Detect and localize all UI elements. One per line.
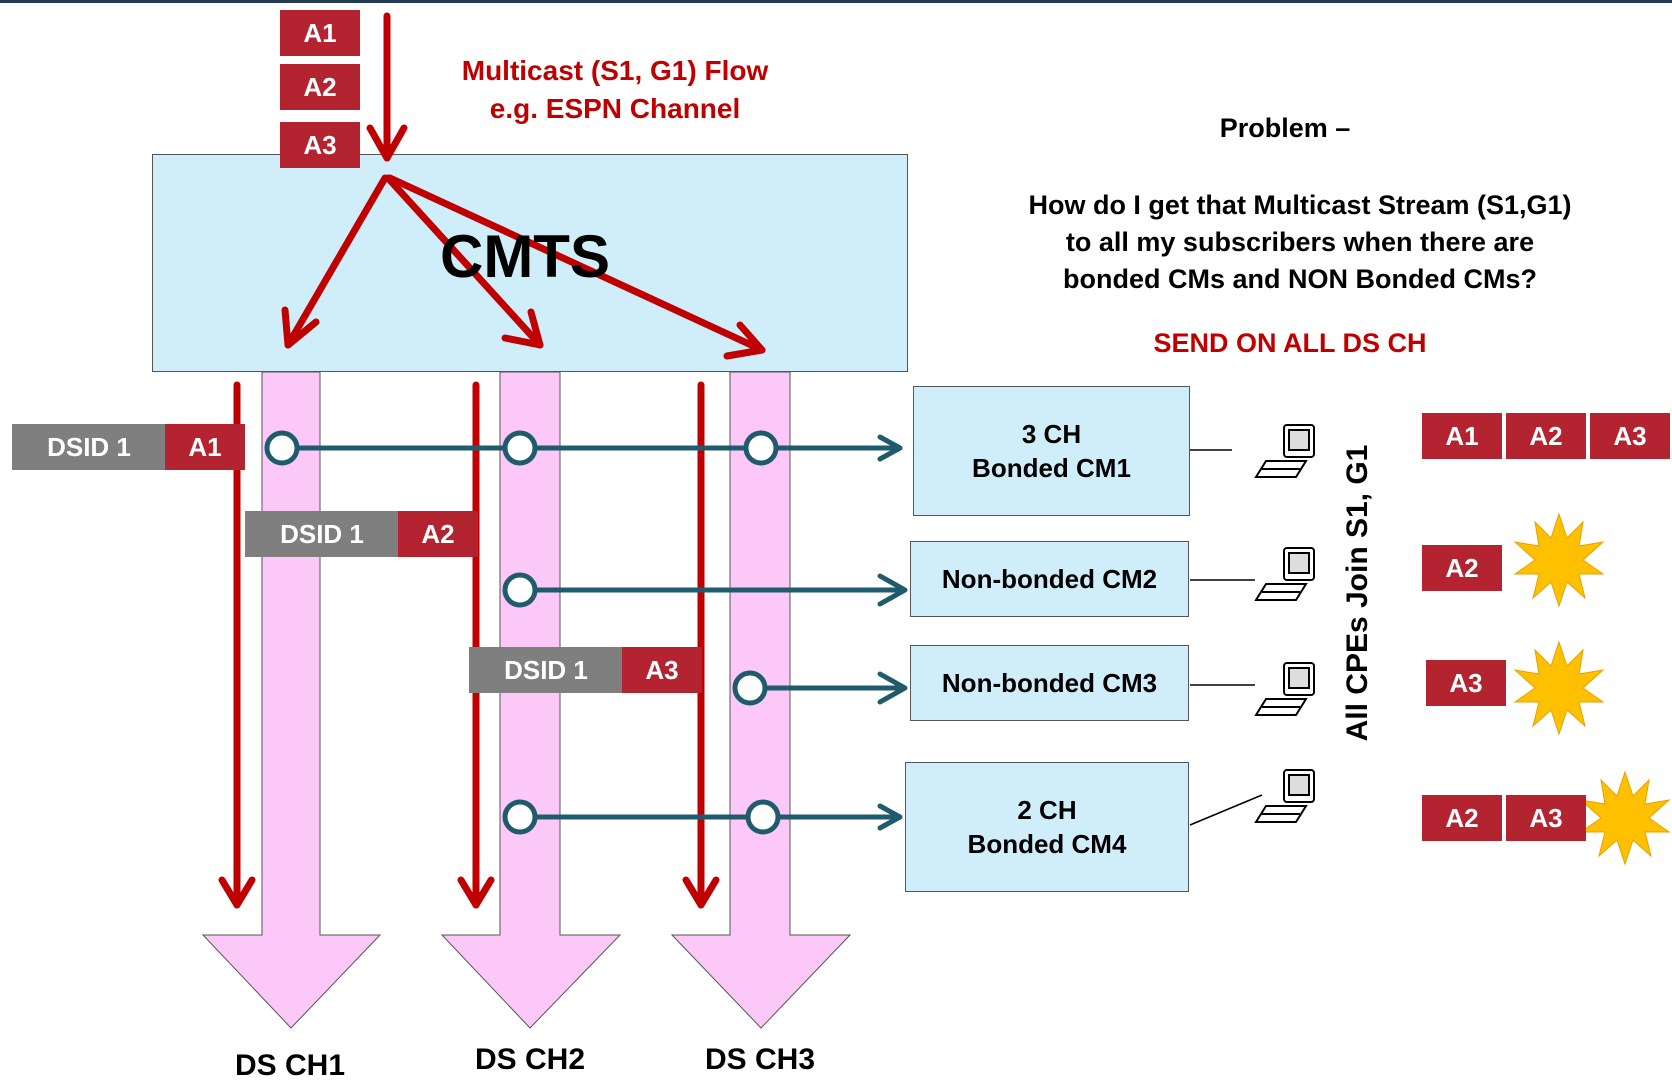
dsid-label: DSID 1 [12,424,166,470]
computer-icon [1254,662,1315,716]
dsid-label: DSID 1 [469,647,623,693]
join-dot [743,430,779,466]
packet-a2-top: A2 [280,64,360,110]
join-dot [502,430,538,466]
channel-label-3: DS CH3 [704,1043,816,1076]
computer-icon [1254,547,1315,601]
starburst-icon [1513,640,1605,736]
join-dot [745,799,781,835]
received-packet: A3 [1590,413,1670,459]
cm2-label: Non-bonded CM2 [941,564,1158,594]
channel-label-2: DS CH2 [474,1043,586,1076]
cm3-box: Non-bonded CM3 [910,645,1189,721]
received-packet: A2 [1422,795,1502,841]
starburst-icon [1513,512,1605,608]
received-packet: A2 [1422,545,1502,591]
flow-label-line1: Multicast (S1, G1) Flow [461,55,769,86]
computer-icon [1254,769,1315,823]
cm1-line2: Bonded CM1 [972,453,1131,483]
cmts-label: CMTS [440,223,610,290]
problem-line1: How do I get that Multicast Stream (S1,G… [1028,190,1572,220]
cm4-line2: Bonded CM4 [967,829,1127,859]
flow-label-line2: e.g. ESPN Channel [489,93,741,124]
dsid-packet: A1 [165,424,245,470]
join-dot [264,430,300,466]
dsid-packet: A2 [398,511,478,557]
join-dot [502,799,538,835]
top-border [0,0,1672,3]
problem-line2: to all my subscribers when there are [1065,227,1535,257]
cm3-label: Non-bonded CM3 [941,668,1158,698]
vertical-cpe-label: All CPEs Join S1, G1 [1341,444,1374,742]
starburst-icon [1579,770,1671,866]
packet-a1-top: A1 [280,10,360,56]
join-dot [732,670,768,706]
cm2-box: Non-bonded CM2 [910,541,1189,617]
received-packet: A3 [1426,660,1506,706]
cm1-box: 3 CH Bonded CM1 [913,386,1190,516]
dsid-packet: A3 [622,647,702,693]
received-packet: A2 [1506,413,1586,459]
cm4-box: 2 CH Bonded CM4 [905,762,1189,892]
received-packet: A1 [1422,413,1502,459]
problem-heading: Problem – [1219,113,1351,143]
problem-line3: bonded CMs and NON Bonded CMs? [1063,264,1537,294]
cm4-line1: 2 CH [1017,795,1077,825]
ds-ch1-arrow [201,371,382,1029]
dsid-label: DSID 1 [245,511,399,557]
computer-icon [1254,424,1315,478]
cm1-line1: 3 CH [1021,419,1082,449]
received-packet: A3 [1506,795,1586,841]
problem-answer: SEND ON ALL DS CH [1153,328,1427,358]
ds-ch2-arrow [440,371,622,1029]
join-dot [502,572,538,608]
packet-a3-top: A3 [280,122,360,168]
channel-label-1: DS CH1 [234,1049,346,1082]
